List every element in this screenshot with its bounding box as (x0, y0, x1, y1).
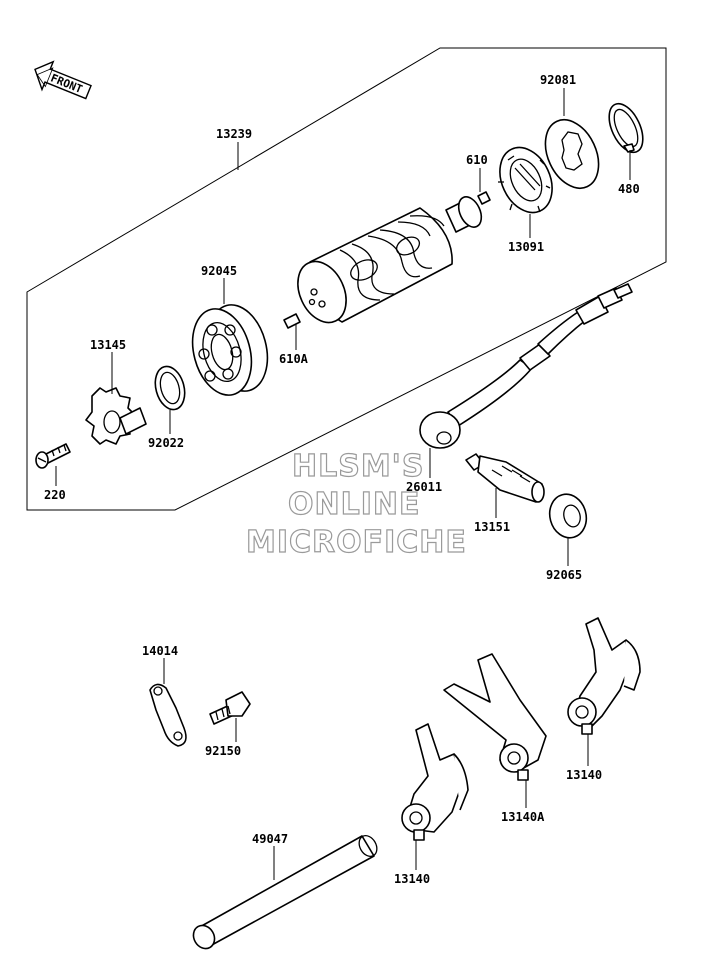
label-610: 610 (466, 153, 488, 167)
watermark-line-1: HLSM'S (292, 449, 424, 484)
label-610a: 610A (279, 352, 309, 366)
label-13140a: 13140A (501, 810, 545, 824)
stopper-14014 (149, 683, 187, 747)
assembly-outline (26, 47, 667, 511)
watermark-line-2: ONLINE (288, 487, 421, 522)
shift-fork-middle (443, 653, 547, 781)
label-92065: 92065 (546, 568, 582, 582)
shift-fork-right (567, 617, 641, 735)
star-plate-13145 (85, 387, 147, 445)
label-13140-bottom: 13140 (394, 872, 430, 886)
label-92022: 92022 (148, 436, 184, 450)
shift-fork-bottom (401, 723, 469, 841)
switch-13151 (465, 453, 545, 503)
label-92081: 92081 (540, 73, 576, 87)
bolt-92150 (209, 691, 251, 725)
sensor-26011 (419, 283, 633, 449)
fork-shaft-49047 (192, 835, 378, 950)
watermark-line-3: MICROFICHE (246, 525, 467, 560)
front-arrow-icon: FRONT (34, 60, 92, 100)
drum-cam-ring (498, 146, 553, 214)
washer-92065 (548, 493, 588, 539)
label-480: 480 (618, 182, 640, 196)
bearing-92045 (191, 304, 269, 396)
label-49047: 49047 (252, 832, 288, 846)
label-13151: 13151 (474, 520, 510, 534)
pin-610a (283, 313, 301, 329)
leader-lines (55, 88, 631, 880)
label-13239: 13239 (216, 127, 252, 141)
label-220: 220 (44, 488, 66, 502)
label-92045: 92045 (201, 264, 237, 278)
oring-92022 (154, 365, 186, 411)
label-92150: 92150 (205, 744, 241, 758)
pin-610 (477, 191, 491, 205)
circlip-480 (608, 102, 644, 154)
plate-92081 (544, 119, 600, 189)
shift-drum (297, 196, 483, 324)
label-14014: 14014 (142, 644, 178, 658)
label-13145: 13145 (90, 338, 126, 352)
label-13091: 13091 (508, 240, 544, 254)
label-26011: 26011 (406, 480, 442, 494)
label-13140-right: 13140 (566, 768, 602, 782)
screw-220 (35, 443, 71, 469)
